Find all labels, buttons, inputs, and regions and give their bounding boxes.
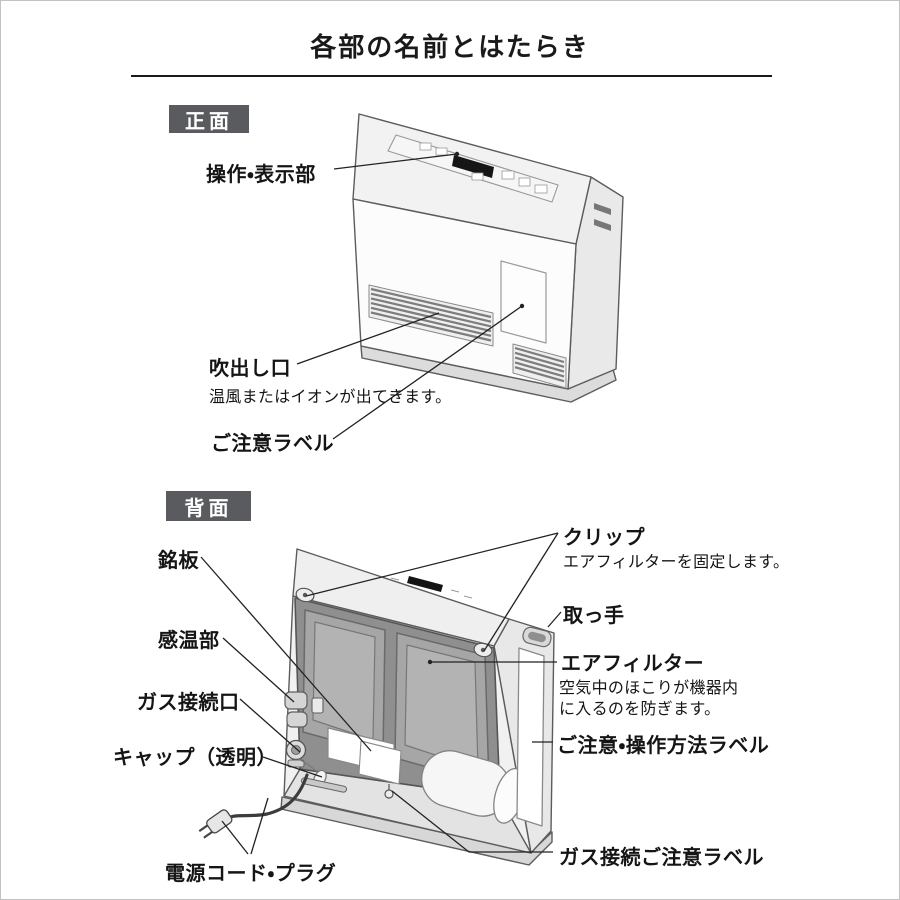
- front-section-badge: 正面: [169, 105, 249, 133]
- back-section-badge: 背面: [166, 491, 251, 521]
- power-plug: [198, 809, 233, 839]
- label-air-filter: エアフィルター: [561, 653, 705, 675]
- label-power-cord-plug: 電源コード・プラグ: [165, 863, 337, 885]
- back-view-illustration: [198, 548, 555, 866]
- side-vent-slots: [594, 203, 611, 231]
- panel-display: [452, 155, 494, 178]
- note-clip: エアフィルターを固定します。: [563, 554, 790, 571]
- label-gas-port: ガス接続口: [137, 692, 240, 714]
- label-caution-operation: ご注意・操作方法ラベル: [557, 735, 770, 757]
- page-title: 各部の名前とはたらき: [310, 32, 590, 62]
- label-control-display: 操作・表示部: [206, 164, 316, 186]
- front-caution-label-rect: [500, 260, 547, 344]
- label-gas-caution: ガス接続ご注意ラベル: [559, 847, 764, 869]
- note-air-filter-2: に入るのを防ぎます。: [559, 701, 721, 718]
- title-underline: [131, 75, 772, 77]
- front-view-illustration: [352, 113, 624, 403]
- label-cap: キャップ（透明）: [113, 747, 277, 769]
- control-panel: [387, 134, 559, 203]
- label-clip: クリップ: [563, 527, 645, 549]
- note-outlet: 温風またはイオンが出てきます。: [209, 389, 452, 406]
- label-front-caution: ご注意ラベル: [211, 433, 334, 455]
- label-outlet: 吹出し口: [209, 358, 291, 380]
- label-nameplate: 銘板: [158, 550, 199, 572]
- label-temperature-sensor: 感温部: [158, 630, 220, 652]
- label-handle: 取っ手: [563, 605, 625, 627]
- side-caution-operation-label-rect: [516, 647, 545, 827]
- note-air-filter-1: 空気中のほこりが機器内: [559, 680, 739, 697]
